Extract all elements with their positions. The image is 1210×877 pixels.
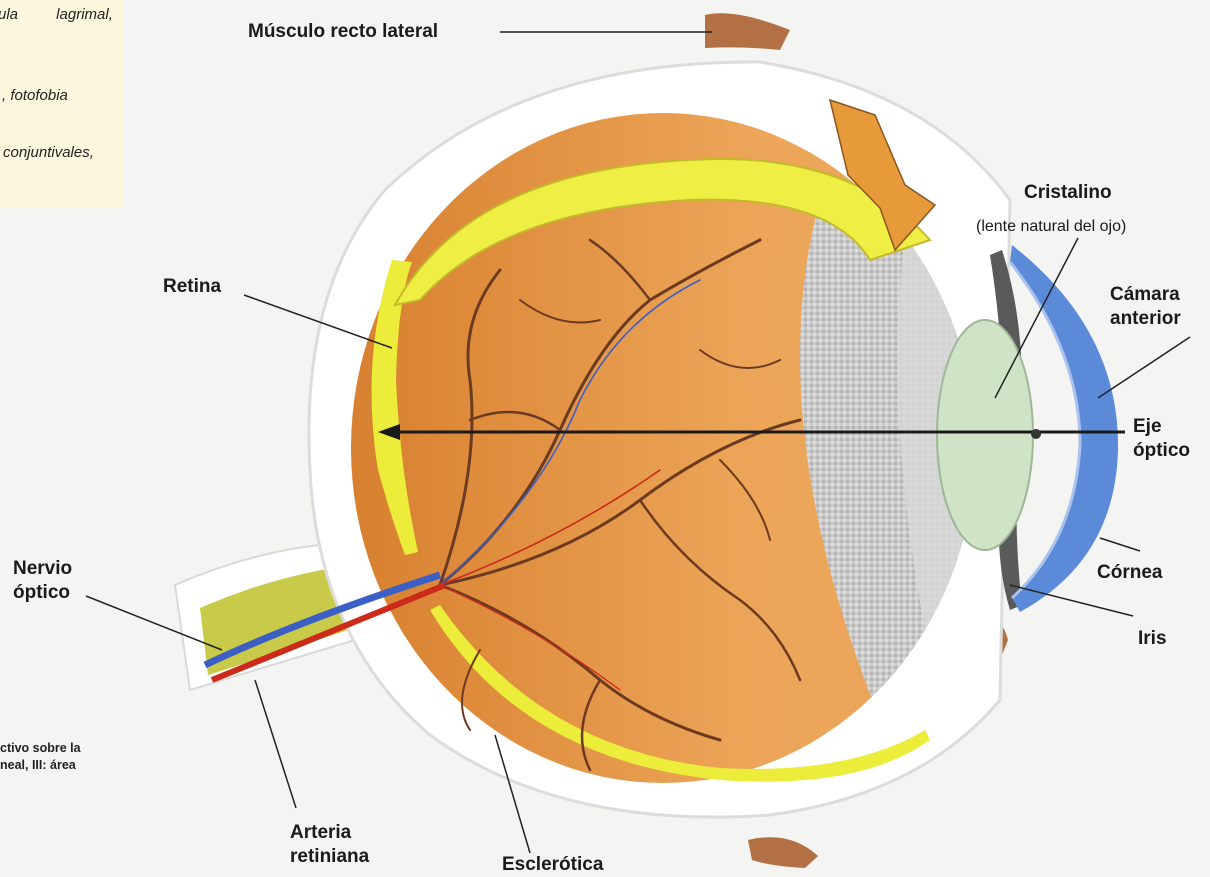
label-arteria-retiniana-2: retiniana bbox=[290, 846, 369, 868]
label-retina: Retina bbox=[163, 276, 221, 298]
label-eje-optico-1: Eje bbox=[1133, 416, 1162, 438]
label-nervio-optico-1: Nervio bbox=[13, 558, 72, 580]
label-musculo-recto-lateral: Músculo recto lateral bbox=[248, 21, 438, 43]
label-camara-anterior-1: Cámara bbox=[1110, 284, 1180, 306]
label-arteria-retiniana-1: Arteria bbox=[290, 822, 351, 844]
eyelid-bottom-remnant bbox=[748, 837, 818, 868]
label-cristalino-subtitle: (lente natural del ojo) bbox=[976, 218, 1126, 236]
label-cristalino: Cristalino bbox=[1024, 182, 1112, 204]
label-camara-anterior-2: anterior bbox=[1110, 308, 1181, 330]
label-cornea: Córnea bbox=[1097, 562, 1162, 584]
lens bbox=[937, 320, 1033, 550]
label-iris: Iris bbox=[1138, 628, 1167, 650]
optic-axis-dot bbox=[1031, 429, 1041, 439]
label-esclerotica: Esclerótica bbox=[502, 854, 603, 876]
caption-fragment-line-1: ctivo sobre la bbox=[0, 740, 120, 757]
label-eje-optico-2: óptico bbox=[1133, 440, 1190, 462]
caption-fragment-line-2: neal, III: área bbox=[0, 757, 120, 774]
eyelid-top-remnant bbox=[705, 13, 790, 50]
label-nervio-optico-2: óptico bbox=[13, 582, 70, 604]
